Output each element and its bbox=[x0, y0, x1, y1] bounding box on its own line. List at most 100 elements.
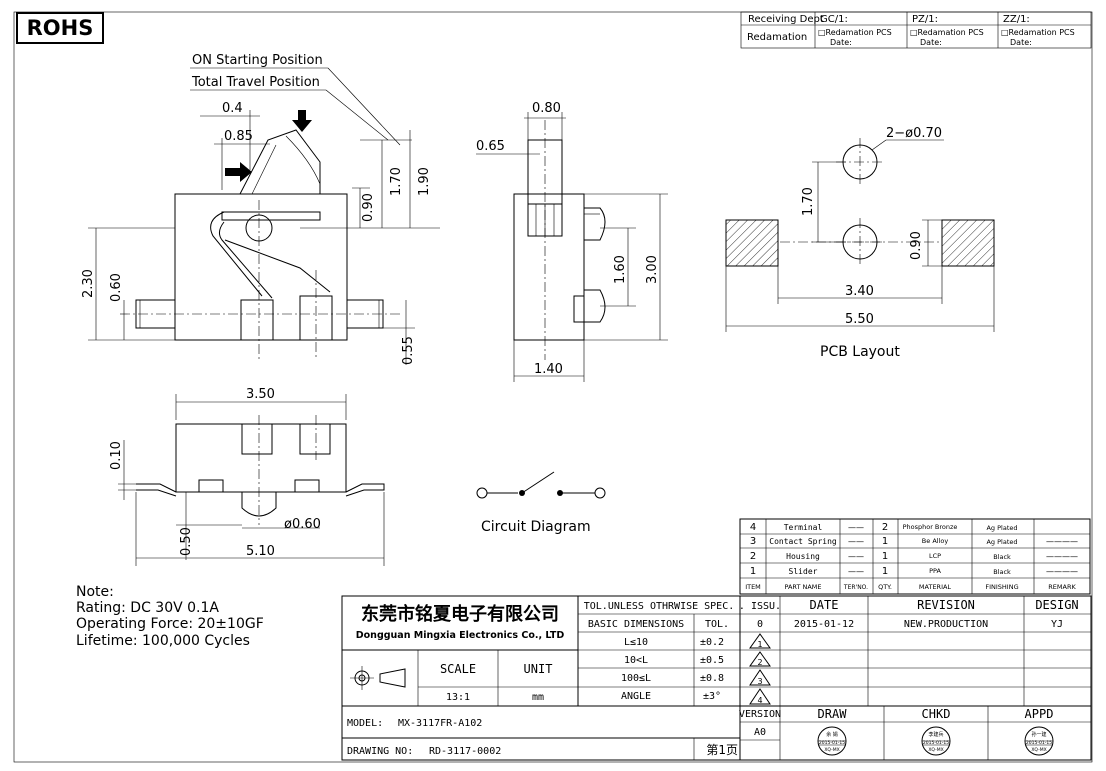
svg-text:李建兵: 李建兵 bbox=[928, 731, 943, 738]
tol-dim: ANGLE bbox=[621, 691, 651, 702]
dim-3-00: 3.00 bbox=[645, 255, 660, 284]
bom-table: 4 Terminal —— 2 Phosphor Bronze Ag Plate… bbox=[739, 518, 1091, 595]
pcb-pad-right bbox=[941, 219, 995, 267]
svg-text:2015-01-15: 2015-01-15 bbox=[1026, 740, 1052, 746]
bom-part-name: Housing bbox=[786, 552, 820, 561]
tol-val: ±0.5 bbox=[700, 655, 724, 666]
bom-header-material: MATERIAL bbox=[919, 583, 952, 591]
svg-text:XQ-MX: XQ-MX bbox=[1031, 747, 1046, 753]
unit-label: UNIT bbox=[524, 662, 553, 676]
scale-label: SCALE bbox=[440, 662, 476, 676]
dim-0-65: 0.65 bbox=[476, 139, 505, 154]
bom-finish: Black bbox=[993, 568, 1011, 576]
bom-finish: Ag Plated bbox=[986, 524, 1017, 532]
date-header: DATE bbox=[810, 598, 839, 612]
unit-value: mm bbox=[532, 692, 544, 703]
push-arrow-down-icon bbox=[292, 110, 312, 132]
bom-qty: 1 bbox=[882, 551, 888, 562]
bom-part-name: Terminal bbox=[784, 523, 823, 532]
bom-remark: ———— bbox=[1046, 537, 1078, 546]
company-name-cn: 东莞市铭夏电子有限公司 bbox=[361, 603, 559, 625]
gc-label: GC/1: bbox=[820, 14, 848, 25]
redamation-cell-2: □Redamation PCS bbox=[910, 28, 984, 37]
bom-header-qty: QTY. bbox=[878, 583, 892, 591]
side-view: ON Starting Position Total Travel Positi… bbox=[81, 53, 440, 365]
bom-material: PPA bbox=[929, 567, 941, 575]
note-force: Operating Force: 20±10GF bbox=[76, 616, 264, 632]
bom-item: 3 bbox=[750, 536, 756, 547]
design-value: YJ bbox=[1051, 619, 1063, 630]
drawing-no-label: DRAWING NO: bbox=[347, 746, 413, 757]
tol-val: ±0.8 bbox=[700, 673, 724, 684]
dim-1-40: 1.40 bbox=[534, 362, 563, 377]
version-value: A0 bbox=[754, 727, 766, 738]
dim-2-30: 2.30 bbox=[81, 269, 96, 298]
bom-qty: 1 bbox=[882, 536, 888, 547]
pcb-holes-dim: 2−ø0.70 bbox=[886, 126, 942, 141]
dim-0-60: 0.60 bbox=[109, 273, 124, 302]
dim-3-50: 3.50 bbox=[246, 387, 275, 402]
scale-value: 13:1 bbox=[446, 692, 470, 703]
tol-spec: TOL.UNLESS OTHRWISE SPEC. bbox=[584, 601, 735, 612]
bom-remark: ———— bbox=[1046, 567, 1078, 576]
version-label: VERSION bbox=[739, 709, 781, 720]
date-value: 2015-01-12 bbox=[794, 619, 854, 630]
bom-item: 2 bbox=[750, 551, 756, 562]
dim-0-50: 0.50 bbox=[179, 527, 194, 556]
basic-dimensions: BASIC DIMENSIONS bbox=[588, 619, 684, 630]
bom-header-name: PART NAME bbox=[784, 583, 821, 591]
bom-ter: —— bbox=[848, 537, 864, 546]
svg-text:XQ-MX: XQ-MX bbox=[928, 747, 943, 753]
bom-ter: —— bbox=[848, 523, 864, 532]
note-rating: Rating: DC 30V 0.1A bbox=[76, 600, 219, 616]
pcb-layout: 2−ø0.70 1.70 0.90 3.40 5.50 PCB Layout bbox=[725, 126, 995, 360]
bom-material: Phosphor Bronze bbox=[903, 523, 958, 531]
issu-value: 0 bbox=[757, 619, 763, 630]
draw-label: DRAW bbox=[818, 707, 848, 721]
appd-stamp-icon: 孙一建 2015-01-15 XQ-MX bbox=[1024, 726, 1054, 756]
tol-header: TOL. bbox=[705, 619, 729, 630]
bom-part-name: Slider bbox=[789, 567, 818, 576]
bom-item: 1 bbox=[750, 566, 756, 577]
svg-text:2: 2 bbox=[757, 658, 762, 667]
notes: Note: Rating: DC 30V 0.1A Operating Forc… bbox=[76, 584, 264, 649]
zz-label: ZZ/1: bbox=[1003, 14, 1030, 25]
tol-val: ±3° bbox=[703, 691, 721, 702]
bom-header-ter: TER'NO. bbox=[843, 584, 868, 591]
dim-1-70: 1.70 bbox=[389, 167, 404, 196]
chkd-stamp-icon: 李建兵 2015-01-15 XQ-MX bbox=[921, 726, 951, 756]
title-block: 东莞市铭夏电子有限公司 Dongguan Mingxia Electronics… bbox=[341, 595, 1092, 761]
pcb-layout-label: PCB Layout bbox=[820, 344, 900, 360]
svg-text:孙一建: 孙一建 bbox=[1031, 731, 1046, 738]
dim-0-90: 0.90 bbox=[361, 193, 376, 222]
bom-finish: Black bbox=[993, 553, 1011, 561]
drawing-no-value: RD-3117-0002 bbox=[429, 746, 501, 757]
svg-text:3: 3 bbox=[757, 677, 762, 686]
end-view: 0.80 0.65 1.60 3.00 1.40 bbox=[476, 101, 668, 382]
redamation-date-3: Date: bbox=[1010, 38, 1032, 47]
pz-label: PZ/1: bbox=[912, 14, 938, 25]
draw-stamp-icon: 余 娟 2015-01-15 XQ-MX bbox=[817, 726, 847, 756]
pcb-dim-1-70: 1.70 bbox=[801, 187, 816, 216]
dim-5-10: 5.10 bbox=[246, 544, 275, 559]
note-title: Note: bbox=[76, 584, 114, 600]
design-header: DESIGN bbox=[1035, 598, 1078, 612]
receiving-dept-label: Receiving Dept bbox=[748, 14, 824, 25]
rohs-text: ROHS bbox=[27, 16, 94, 40]
dim-0-80: 0.80 bbox=[532, 101, 561, 116]
bom-ter: —— bbox=[848, 567, 864, 576]
svg-text:1: 1 bbox=[757, 640, 762, 649]
total-travel-label: Total Travel Position bbox=[191, 75, 320, 90]
svg-text:2015-01-15: 2015-01-15 bbox=[923, 740, 949, 746]
chkd-label: CHKD bbox=[922, 707, 951, 721]
dim-0-4: 0.4 bbox=[222, 101, 243, 116]
bom-ter: —— bbox=[848, 552, 864, 561]
bom-qty: 1 bbox=[882, 566, 888, 577]
pcb-dim-3-40: 3.40 bbox=[845, 284, 874, 299]
company-name-en: Dongguan Mingxia Electronics Co., LTD bbox=[356, 630, 565, 641]
bom-header-remark: REMARK bbox=[1048, 583, 1076, 591]
dim-1-90: 1.90 bbox=[417, 167, 432, 196]
redamation-date-2: Date: bbox=[920, 38, 942, 47]
svg-text:2015-01-15: 2015-01-15 bbox=[819, 740, 845, 746]
projection-symbol-icon bbox=[350, 666, 406, 690]
